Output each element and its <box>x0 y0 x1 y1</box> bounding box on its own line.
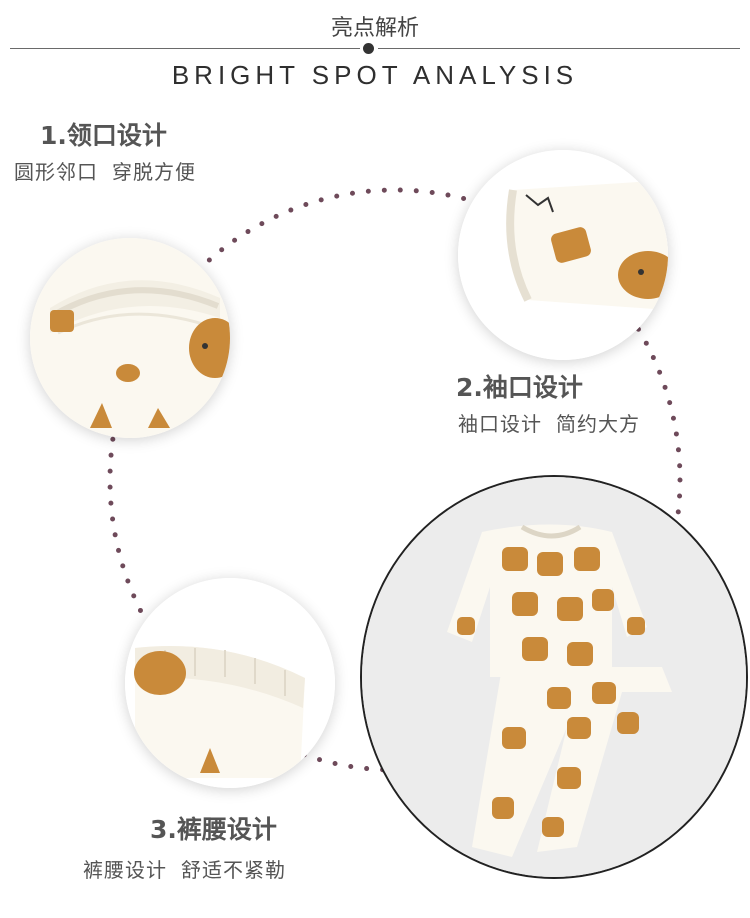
page-subtitle: BRIGHT SPOT ANALYSIS <box>171 60 579 90</box>
header-rule-right <box>378 48 740 49</box>
header-rule-left <box>10 48 360 49</box>
collar-detail-photo <box>30 238 230 438</box>
feature-1-desc: 圆形邻口穿脱方便 <box>14 156 196 185</box>
feature-3-title: 3.裤腰设计 <box>150 815 277 844</box>
feature-2-title: 2.袖口设计 <box>456 373 583 402</box>
feature-2-desc: 袖口设计简约大方 <box>458 408 640 437</box>
product-photo <box>360 475 748 879</box>
header-dot <box>363 43 374 54</box>
cuff-detail-photo <box>458 150 668 360</box>
feature-2-desc-b: 简约大方 <box>556 412 640 436</box>
feature-3-desc-a: 裤腰设计 <box>83 858 167 882</box>
waistband-detail-photo <box>125 578 335 788</box>
feature-3-desc: 裤腰设计舒适不紧勒 <box>83 854 286 883</box>
feature-1-desc-a: 圆形邻口 <box>14 160 98 184</box>
feature-3-desc-b: 舒适不紧勒 <box>181 858 286 882</box>
feature-1-title: 1.领口设计 <box>40 121 167 150</box>
feature-2-desc-a: 袖口设计 <box>458 412 542 436</box>
page-title: 亮点解析 <box>330 16 419 41</box>
feature-1-desc-b: 穿脱方便 <box>112 160 196 184</box>
